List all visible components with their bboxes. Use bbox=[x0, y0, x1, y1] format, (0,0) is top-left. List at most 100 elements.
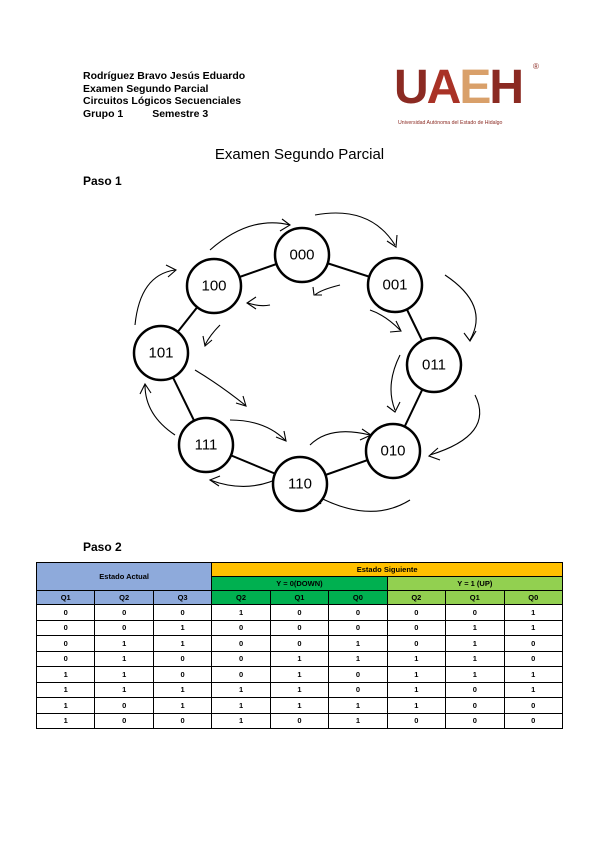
state-label-110: 110 bbox=[288, 476, 312, 493]
table-cell: 1 bbox=[503, 666, 563, 683]
column-header: Q1 bbox=[445, 590, 505, 605]
table-cell: 0 bbox=[94, 712, 154, 729]
state-node-011: 011 bbox=[405, 336, 463, 394]
state-label-101: 101 bbox=[148, 345, 173, 362]
header-up: Y = 1 (UP) bbox=[386, 576, 564, 591]
arrow-001-011 bbox=[444, 274, 477, 341]
table-cell: 1 bbox=[269, 681, 330, 698]
table-cell: 0 bbox=[211, 619, 271, 636]
table-cell: 1 bbox=[328, 650, 388, 667]
logo-letter-a: A bbox=[426, 61, 462, 114]
table-cell: 1 bbox=[152, 697, 213, 714]
state-diagram: 000 001 011 010 110 111 101 100 bbox=[132, 212, 481, 513]
state-label-001: 001 bbox=[382, 277, 407, 294]
table-cell: 0 bbox=[211, 666, 271, 683]
table-cell: 1 bbox=[152, 681, 213, 698]
table-cell: 0 bbox=[503, 712, 563, 729]
table-cell: 0 bbox=[35, 604, 96, 621]
table-cell: 0 bbox=[386, 712, 447, 729]
step1-heading: Paso 1 bbox=[83, 174, 122, 188]
column-header: Q2 bbox=[386, 590, 447, 605]
table-cell: 1 bbox=[386, 650, 447, 667]
author-name: Rodríguez Bravo Jesús Eduardo bbox=[83, 70, 246, 82]
state-label-010: 010 bbox=[380, 443, 405, 460]
table-cell: 0 bbox=[503, 650, 563, 667]
table-cell: 0 bbox=[35, 635, 96, 652]
table-cell: 0 bbox=[328, 666, 388, 683]
table-cell: 1 bbox=[386, 681, 447, 698]
column-header: Q3 bbox=[152, 590, 213, 605]
table-cell: 0 bbox=[94, 619, 154, 636]
table-cell: 0 bbox=[269, 712, 330, 729]
arrow-100-000 bbox=[209, 222, 291, 251]
table-cell: 1 bbox=[503, 604, 563, 621]
state-node-110: 110 bbox=[271, 455, 329, 513]
exam-name: Examen Segundo Parcial bbox=[83, 82, 209, 95]
table-cell: 0 bbox=[35, 619, 96, 636]
table-cell: 1 bbox=[386, 697, 447, 714]
table-cell: 1 bbox=[211, 697, 271, 714]
table-cell: 1 bbox=[328, 635, 388, 652]
table-cell: 0 bbox=[386, 619, 447, 636]
column-header: Q2 bbox=[211, 590, 271, 605]
table-cell: 0 bbox=[152, 650, 213, 667]
arrow-101-100 bbox=[134, 269, 176, 326]
table-cell: 1 bbox=[503, 619, 563, 636]
table-cell: 0 bbox=[211, 635, 271, 652]
table-cell: 1 bbox=[445, 666, 505, 683]
column-header: Q1 bbox=[269, 590, 330, 605]
step2-heading: Paso 2 bbox=[83, 540, 122, 554]
table-cell: 1 bbox=[94, 635, 154, 652]
table-cell: 1 bbox=[211, 712, 271, 729]
state-label-011: 011 bbox=[422, 357, 446, 374]
table-cell: 1 bbox=[269, 666, 330, 683]
state-node-101: 101 bbox=[132, 324, 190, 382]
state-label-111: 111 bbox=[195, 437, 218, 454]
table-cell: 0 bbox=[328, 681, 388, 698]
table-cell: 1 bbox=[269, 650, 330, 667]
table-cell: 1 bbox=[35, 666, 96, 683]
table-cell: 1 bbox=[269, 697, 330, 714]
student-info: Rodríguez Bravo Jesús Eduardo Examen Seg… bbox=[83, 70, 245, 120]
group-semester: Grupo 1 Semestre 3 bbox=[83, 108, 245, 121]
header-down: Y = 0(DOWN) bbox=[211, 576, 388, 591]
group-label: Grupo 1 bbox=[83, 107, 124, 120]
header-estado-siguiente: Estado Siguiente bbox=[211, 562, 563, 577]
arrow-011-001 bbox=[369, 309, 401, 331]
column-header: Q2 bbox=[94, 590, 154, 605]
arrow-111-101 bbox=[144, 384, 176, 436]
arrow-001-000 bbox=[314, 284, 341, 296]
arrow-101-111 bbox=[194, 369, 246, 406]
table-cell: 0 bbox=[269, 604, 330, 621]
state-nodes: 000 001 011 010 110 111 101 100 bbox=[132, 226, 463, 513]
table-cell: 1 bbox=[152, 619, 213, 636]
state-label-100: 100 bbox=[201, 278, 226, 295]
table-cell: 1 bbox=[328, 712, 388, 729]
table-cell: 0 bbox=[445, 712, 505, 729]
table-cell: 0 bbox=[269, 619, 330, 636]
arrow-010-011 bbox=[390, 354, 401, 411]
table-cell: 1 bbox=[386, 666, 447, 683]
state-node-111: 111 bbox=[177, 416, 235, 474]
logo-letter-u: U bbox=[394, 61, 429, 114]
table-cell: 0 bbox=[94, 604, 154, 621]
arrow-111-110 bbox=[229, 419, 286, 441]
state-table: Estado Actual Estado Siguiente Y = 0(DOW… bbox=[35, 562, 564, 729]
logo-letters: UAEH bbox=[394, 58, 524, 118]
column-header: Q0 bbox=[503, 590, 563, 605]
logo-letter-h: H bbox=[489, 61, 524, 114]
table-cell: 1 bbox=[211, 681, 271, 698]
table-cell: 0 bbox=[269, 635, 330, 652]
arrow-000-001 bbox=[314, 212, 396, 246]
logo-letter-e: E bbox=[459, 61, 491, 114]
page-title: Examen Segundo Parcial bbox=[214, 146, 385, 163]
table-cell: 1 bbox=[94, 650, 154, 667]
